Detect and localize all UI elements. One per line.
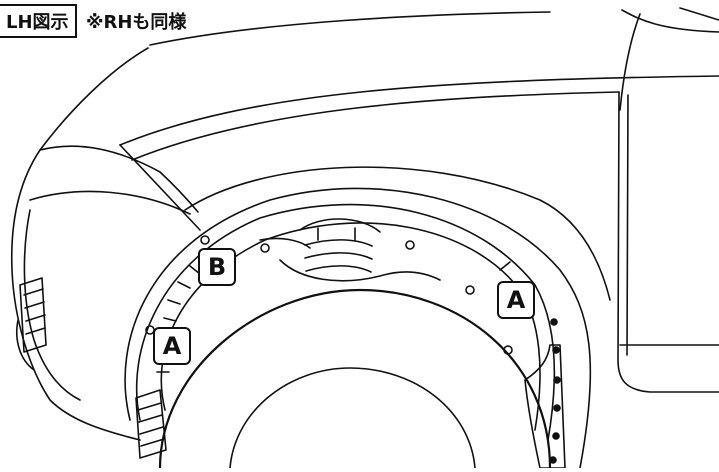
upper-arm <box>259 237 311 249</box>
callout-a-left: A <box>153 327 191 365</box>
clip <box>260 243 270 253</box>
knuckle <box>279 259 441 282</box>
coil-spring <box>304 239 373 273</box>
bumper-inner-line <box>23 209 81 401</box>
side-indicator-box: LH図示 <box>0 4 77 38</box>
a-pillar-line <box>621 9 719 33</box>
hood-edge-line <box>149 11 551 46</box>
callout-a-left-label: A <box>162 332 182 360</box>
callout-a-right: A <box>497 281 535 319</box>
clip <box>552 432 560 440</box>
clip <box>200 235 210 245</box>
rh-same-note: ※RHも同様 <box>86 12 187 33</box>
shock-tower <box>299 218 381 233</box>
headlamp-line-2 <box>119 144 201 231</box>
hood-panel-line <box>39 47 149 151</box>
clip <box>405 240 415 250</box>
door-gap-line <box>617 91 719 393</box>
fog-grille <box>19 277 47 353</box>
clip <box>550 318 558 326</box>
headlamp-outline <box>39 145 199 213</box>
lower-vent <box>135 389 167 459</box>
a-pillar-line-2 <box>619 13 641 111</box>
clip <box>465 285 475 295</box>
fog-lamp-lower <box>16 319 35 371</box>
wheel-rim <box>229 367 476 469</box>
clip <box>553 376 561 384</box>
door-gap-line-2 <box>626 94 629 356</box>
clip <box>553 404 561 412</box>
callout-b-label: B <box>207 253 227 281</box>
strut-top <box>317 227 356 241</box>
fender-crease-line <box>119 75 719 146</box>
wheel-arch-outer <box>124 187 592 469</box>
fender-liner-inner <box>160 222 541 431</box>
wheel-arch-flare <box>184 166 611 301</box>
headlamp-line <box>29 190 191 215</box>
fender-crease-line-2 <box>131 91 620 161</box>
tire-outline <box>158 288 552 470</box>
clip <box>552 346 560 354</box>
callout-b: B <box>198 248 236 286</box>
fender-liner-outer <box>136 203 556 441</box>
callout-a-right-label: A <box>506 286 526 314</box>
side-label: LH図示 <box>6 12 69 33</box>
a-pillar-line-3 <box>679 7 719 21</box>
